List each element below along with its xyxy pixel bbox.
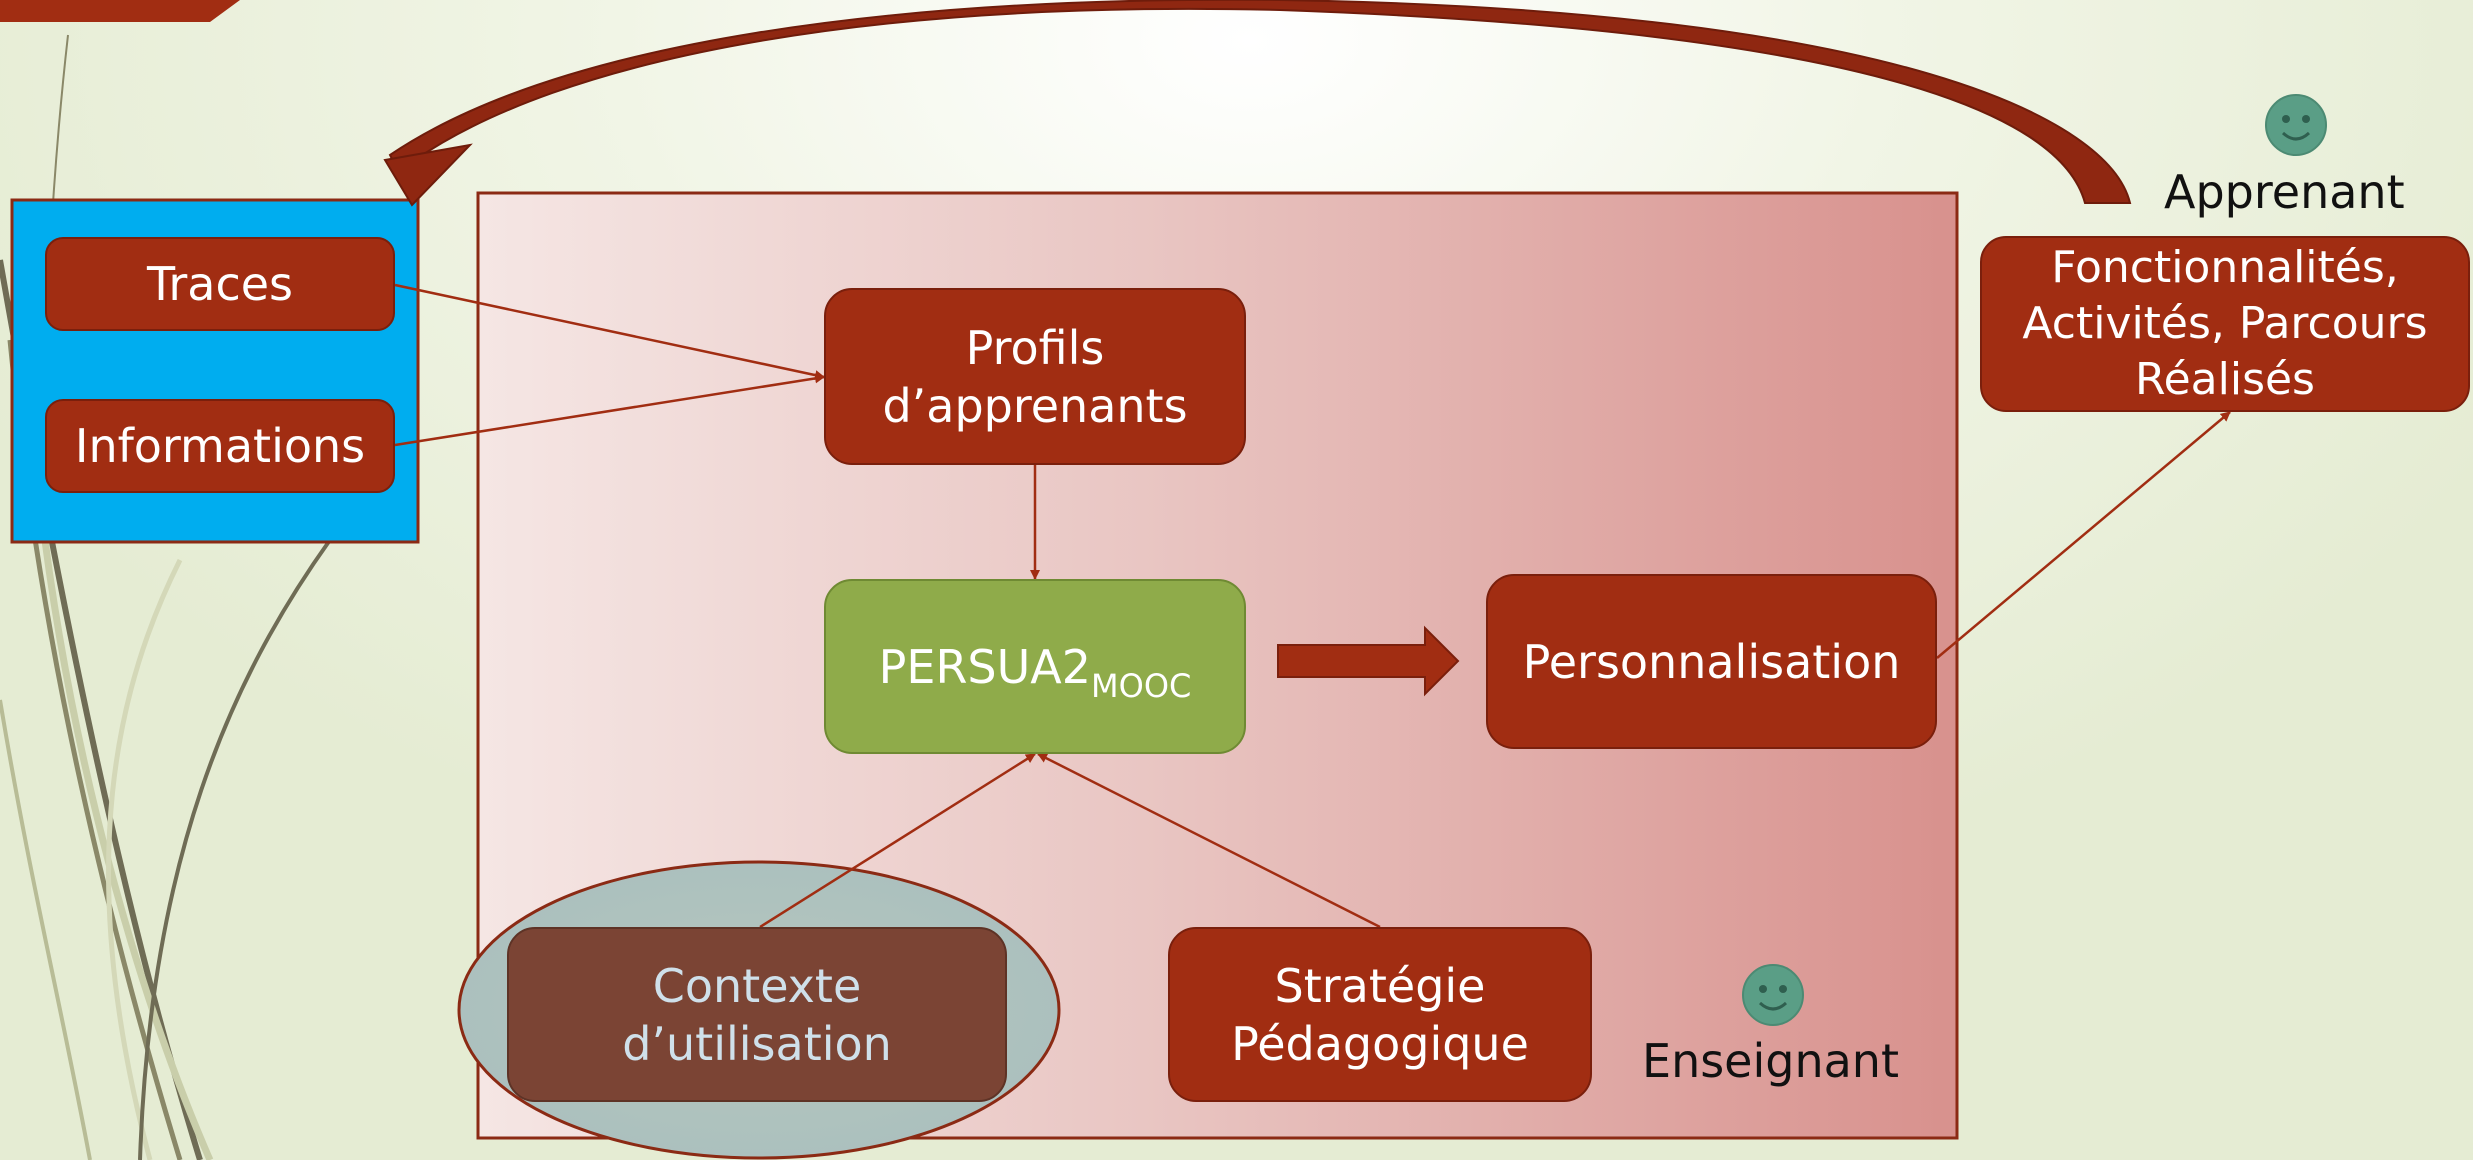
- system-name-base: PERSUA2: [878, 639, 1092, 694]
- persua2-mooc-label: PERSUA2MOOC: [878, 639, 1192, 702]
- traces-label: Traces: [147, 257, 293, 311]
- informations-label: Informations: [74, 419, 366, 473]
- personalisation-box: Personnalisation: [1486, 574, 1937, 749]
- learner-output-label: Fonctionnalités, Activités, Parcours Réa…: [2022, 242, 2428, 405]
- context-box: Contexte d’utilisation: [507, 927, 1007, 1102]
- learner-label: Apprenant: [2164, 165, 2405, 219]
- teacher-label: Enseignant: [1642, 1034, 1899, 1088]
- traces-box: Traces: [45, 237, 395, 331]
- strategy-to-system-arrow: [1037, 752, 1381, 929]
- pedagogical-strategy-box: Stratégie Pédagogique: [1168, 927, 1592, 1102]
- context-to-system-arrow: [759, 752, 1036, 929]
- context-label: Contexte d’utilisation: [622, 958, 892, 1071]
- corner-accent: [0, 0, 240, 22]
- connectors: [394, 283, 2231, 929]
- system-name-subscript: MOOC: [1091, 666, 1192, 705]
- persua2-mooc-box: PERSUA2MOOC: [824, 579, 1246, 754]
- personalisation-label: Personnalisation: [1522, 634, 1901, 689]
- learner-profiles-label: Profils d’apprenants: [882, 320, 1188, 433]
- learner-profiles-box: Profils d’apprenants: [824, 288, 1246, 465]
- feedback-arrow-icon: [383, 0, 2132, 207]
- personalisation-to-output-arrow: [1936, 411, 2231, 659]
- informations-box: Informations: [45, 399, 395, 493]
- learner-output-box: Fonctionnalités, Activités, Parcours Réa…: [1980, 236, 2470, 412]
- traces-to-profiles-arrow: [394, 283, 825, 381]
- thick-right-arrow-icon: [1277, 625, 1460, 697]
- smiley-face-icon: [2265, 94, 2327, 156]
- smiley-face-icon: [1742, 964, 1804, 1026]
- informations-to-profiles-arrow: [394, 373, 825, 447]
- pedagogical-strategy-label: Stratégie Pédagogique: [1231, 958, 1529, 1071]
